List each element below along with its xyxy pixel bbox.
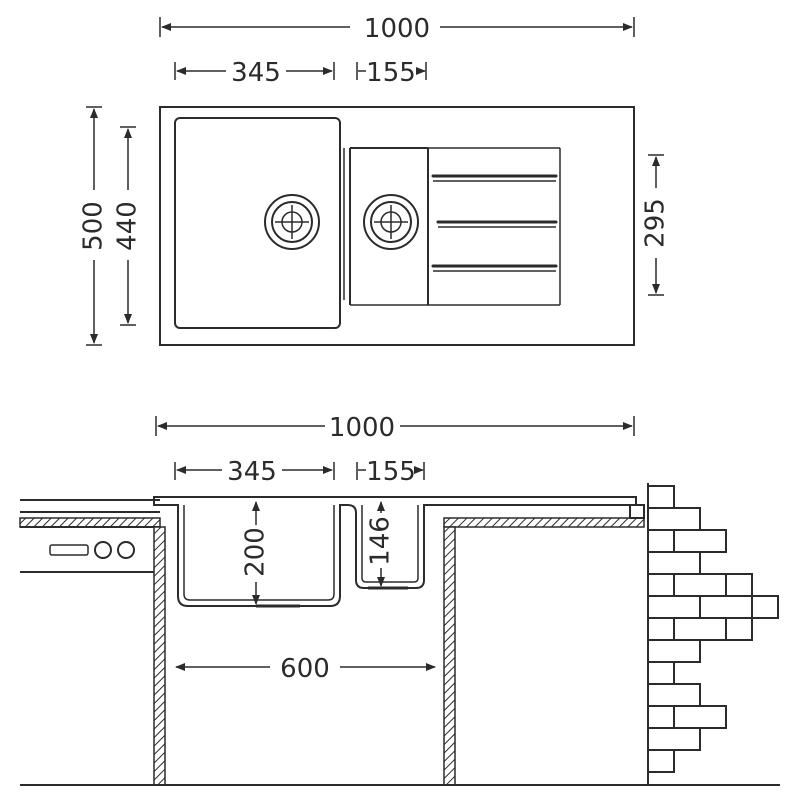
- dim-side-bowl-width: 345: [174, 457, 335, 487]
- dim-top-total-width: 1000: [159, 14, 635, 44]
- label-top-bowl-width: 345: [231, 58, 281, 88]
- cabinet-wall-left: [153, 526, 166, 786]
- dim-top-total-depth: 500: [79, 106, 109, 346]
- knob-icon: [117, 541, 135, 559]
- drainer-area-top: [428, 147, 561, 306]
- dim-side-bowl-height: 200: [241, 501, 271, 605]
- label-top-total-depth: 500: [79, 201, 109, 251]
- dim-top-drainer-depth: 295: [641, 154, 671, 296]
- drain-icon: [363, 194, 419, 250]
- brick-wall: [647, 483, 779, 785]
- label-side-small-bowl-height: 146: [366, 516, 396, 566]
- label-side-small-bowl-width: 155: [366, 457, 416, 487]
- dim-top-bowl-width: 345: [174, 58, 335, 88]
- label-top-drainer-depth: 295: [641, 198, 671, 248]
- countertop: [19, 499, 645, 528]
- knob-icon: [94, 541, 112, 559]
- dim-top-bowl-depth: 440: [113, 126, 143, 326]
- drawer-front: [20, 541, 160, 573]
- dim-top-small-bowl-width: 155: [356, 58, 427, 88]
- sink-profile-side: [153, 496, 645, 608]
- label-top-bowl-depth: 440: [113, 201, 143, 251]
- small-bowl-top: [343, 147, 429, 306]
- label-side-cabinet-width: 600: [280, 654, 330, 684]
- dim-side-cabinet-width: 600: [175, 654, 436, 684]
- dim-side-small-bowl-width: 155: [356, 457, 425, 487]
- dim-side-small-bowl-height: 146: [366, 501, 396, 587]
- label-side-total-width: 1000: [329, 413, 395, 443]
- drain-icon: [264, 194, 320, 250]
- cabinet-wall-right: [443, 526, 456, 786]
- side-view: 1000 345 155: [19, 413, 780, 786]
- label-top-total-width: 1000: [364, 14, 430, 44]
- sink-outline-top: [159, 106, 635, 346]
- label-side-bowl-height: 200: [241, 527, 271, 577]
- label-side-bowl-width: 345: [227, 457, 277, 487]
- dim-side-total-width: 1000: [155, 413, 635, 443]
- main-bowl-top: [174, 117, 341, 329]
- top-view: 1000 345 155 500: [79, 14, 671, 346]
- label-top-small-bowl-width: 155: [366, 58, 416, 88]
